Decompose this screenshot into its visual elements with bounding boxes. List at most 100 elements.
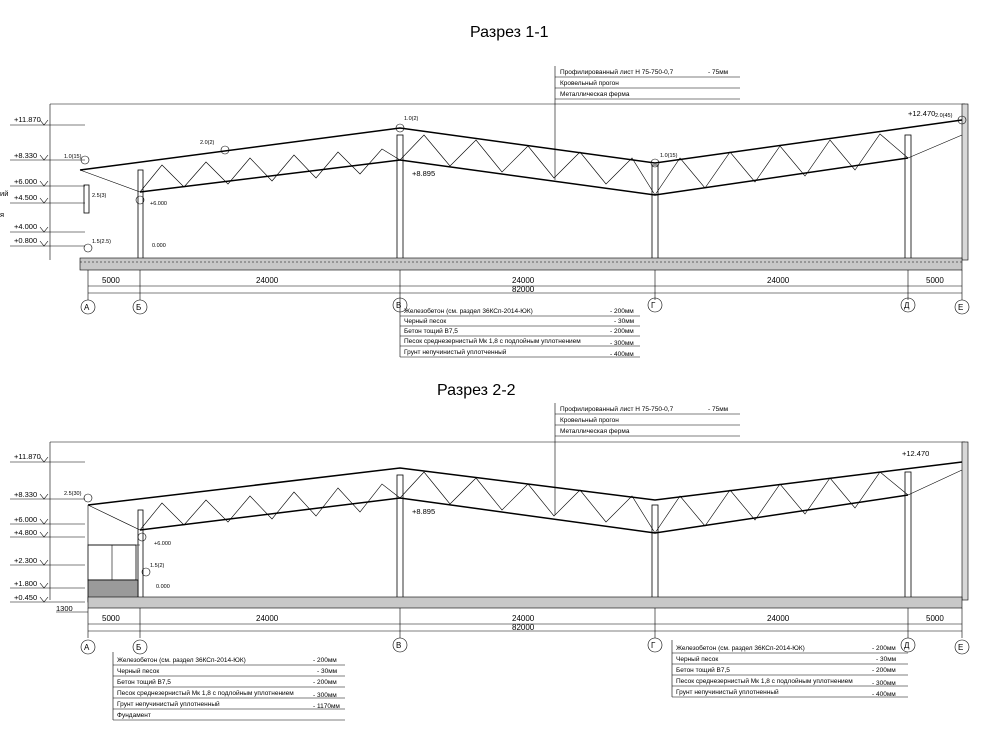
floor-note: Черный песок	[676, 655, 718, 663]
roof-notes-callout: Профилированный лист Н 75-750-0,7 - 75мм…	[554, 403, 740, 515]
elev-11870: +11.870	[14, 115, 41, 124]
floor-note: Черный песок	[404, 317, 446, 325]
floor-note-value: - 400мм	[610, 351, 634, 358]
span-dim: 24000	[767, 614, 790, 623]
floor-note-value: - 200мм	[313, 657, 337, 664]
floor-note-value: - 200мм	[610, 328, 634, 335]
floor-note: Черный песок	[117, 667, 159, 675]
roof-notes-callout: Профилированный лист Н 75-750-0,7 - 75мм…	[554, 66, 740, 180]
elev-6000: +6.000	[14, 177, 37, 186]
roof-note-purlin: Кровельный прогон	[560, 416, 619, 424]
axis-label: Е	[958, 303, 963, 312]
roof-note-value: - 75мм	[708, 69, 729, 76]
axis-label: В	[396, 641, 401, 650]
floor-note-value: - 1170мм	[313, 703, 340, 710]
elev-8895: +8.895	[412, 169, 435, 178]
span-dim: 24000	[256, 614, 279, 623]
elev-col-6000: +6.000	[150, 201, 167, 207]
elev-8330: +8.330	[14, 151, 37, 160]
elev-4000: +4.000	[14, 222, 37, 231]
floor-note-value: - 300мм	[872, 680, 896, 687]
floor-notes-left: Железобетон (см. раздел 36КСп-2014-ЮК) -…	[112, 652, 345, 721]
floor-note-value: - 200мм	[313, 679, 337, 686]
span-dim: 24000	[256, 276, 279, 285]
dim-1300: 1300	[56, 604, 73, 613]
floor-note: Бетон тощий В7,5	[404, 327, 458, 335]
cut-label-1: ий	[0, 189, 8, 198]
elev-11870: +11.870	[14, 452, 41, 461]
right-wall	[961, 441, 969, 601]
elev-zero: 0.000	[156, 584, 170, 590]
total-dim: 82000	[512, 285, 535, 294]
axis-label: Д	[904, 641, 910, 650]
floor-note: Песок среднезернистый Мк 1,8 с подлойным…	[676, 677, 853, 685]
elev-8895: +8.895	[412, 507, 435, 516]
elev-12470: +12.470	[902, 449, 929, 458]
floor-note: Железобетон (см. раздел 36КСп-2014-ЮК)	[117, 656, 246, 664]
span-dim: 5000	[926, 276, 944, 285]
dimension-lines: 5000 24000 24000 24000 5000 82000	[87, 608, 963, 638]
floor-slab	[79, 257, 963, 271]
roof-note-truss: Металлическая ферма	[560, 428, 630, 435]
span-dim: 24000	[512, 614, 535, 623]
node-label: 1.0(2)	[404, 116, 419, 122]
dimension-lines: 5000 24000 24000 24000 5000 82000	[87, 270, 963, 300]
elev-2300: +2.300	[14, 556, 37, 565]
section-title: Разрез 1-1	[470, 24, 549, 41]
node-label: 2.5(30)	[64, 491, 82, 497]
axis-label: Б	[136, 643, 141, 652]
axis-label: Д	[904, 301, 910, 310]
axis-bubbles: А Б В Г Д Е	[80, 297, 970, 315]
elev-1800: +1.800	[14, 579, 37, 588]
elev-12470: +12.470	[908, 109, 935, 118]
node-label: 1.5(2.5)	[92, 239, 111, 245]
node-label: 2.0(2)	[200, 140, 215, 146]
floor-note-value: - 200мм	[872, 645, 896, 652]
elev-4500: +4.500	[14, 193, 37, 202]
floor-note-value: - 400мм	[872, 691, 896, 698]
roof-note-value: - 75мм	[708, 406, 729, 413]
right-wall	[961, 103, 969, 261]
node-label: 1.5(2)	[150, 563, 165, 569]
span-dim: 24000	[512, 276, 535, 285]
floor-note-value: - 200мм	[610, 308, 634, 315]
floor-note: Грунт непучинистый уплотченный	[404, 348, 507, 356]
roof-note-sheet: Профилированный лист Н 75-750-0,7	[560, 405, 674, 413]
elev-8330: +8.330	[14, 490, 37, 499]
axis-label: Е	[958, 643, 963, 652]
section-1-1: Разрез 1-1 Профилированный лист Н 75-750…	[0, 24, 970, 358]
elev-0450: +0.450	[14, 593, 37, 602]
floor-note-value: - 30мм	[876, 656, 897, 663]
span-dim: 5000	[102, 614, 120, 623]
node-labels: 1.0(15) 2.0(2) 1.0(2) 1.0(15) 2.0(45) 2.…	[64, 113, 967, 253]
axis-label: Б	[136, 303, 141, 312]
floor-note-value: - 300мм	[610, 340, 634, 347]
floor-note: Бетон тощий В7,5	[676, 666, 730, 674]
floor-notes: Железобетон (см. раздел 36КСп-2014-ЮК) -…	[399, 300, 640, 358]
total-dim: 82000	[512, 623, 535, 632]
roof-note-truss: Металлическая ферма	[560, 91, 630, 98]
node-label: 1.0(15)	[660, 153, 678, 159]
axis-label: Г	[651, 641, 656, 650]
span-dim: 5000	[926, 614, 944, 623]
floor-note: Грунт непучинистый уплотненный	[676, 688, 779, 696]
elevation-marks-left: +11.870 +8.330 +6.000 +4.800 +2.300 +1.8…	[10, 452, 85, 603]
floor-notes-right: Железобетон (см. раздел 36КСп-2014-ЮК) -…	[671, 640, 908, 698]
node-labels: 2.5(30) 1.5(2)	[64, 491, 165, 577]
cut-label-2: я	[0, 210, 4, 219]
floor-note: Песок среднезернистый Мк 1,8 с подлойным…	[117, 689, 294, 697]
axis-bubbles: А Б В Г Д Е	[80, 637, 970, 655]
floor-note: Железобетон (см. раздел 36КСп-2014-ЮК)	[404, 307, 533, 315]
node-label: 2.0(45)	[935, 113, 953, 119]
columns	[137, 471, 912, 601]
section-title: Разрез 2-2	[437, 382, 516, 399]
floor-note-value: - 200мм	[872, 667, 896, 674]
node-label: 1.0(15)	[64, 154, 82, 160]
axis-label: Г	[651, 301, 656, 310]
elevation-marks-left: +11.870 +8.330 +6.000 +4.500 +4.000 +0.8…	[0, 115, 85, 247]
floor-note: Железобетон (см. раздел 36КСп-2014-ЮК)	[676, 644, 805, 652]
axis-label: А	[84, 643, 90, 652]
floor-note: Бетон тощий В7,5	[117, 678, 171, 686]
elev-zero: 0.000	[152, 243, 166, 249]
